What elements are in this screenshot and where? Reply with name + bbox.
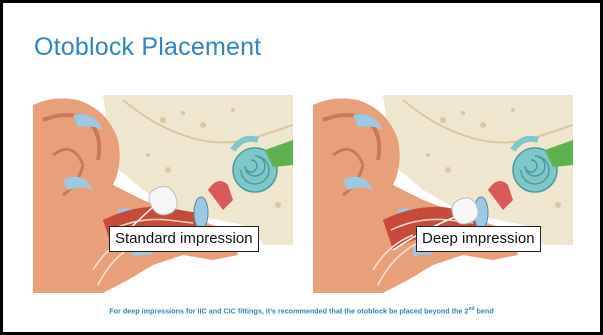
ear-diagram-deep xyxy=(313,95,573,293)
ear-diagram-standard xyxy=(33,95,293,293)
standard-impression-label: Standard impression xyxy=(109,226,259,252)
deep-impression-label: Deep impression xyxy=(416,226,541,252)
slide-caption: For deep impressions for IIC and CIC fit… xyxy=(3,306,600,315)
ear-cross-section-illustration xyxy=(313,95,573,293)
otoblock-icon xyxy=(452,198,478,224)
slide-title: Otoblock Placement xyxy=(34,33,261,62)
caption-text-end: bend xyxy=(475,306,494,315)
slide: Otoblock Placement xyxy=(3,3,600,332)
ear-cross-section-illustration xyxy=(33,95,293,293)
caption-text: For deep impressions for IIC and CIC fit… xyxy=(109,306,468,315)
